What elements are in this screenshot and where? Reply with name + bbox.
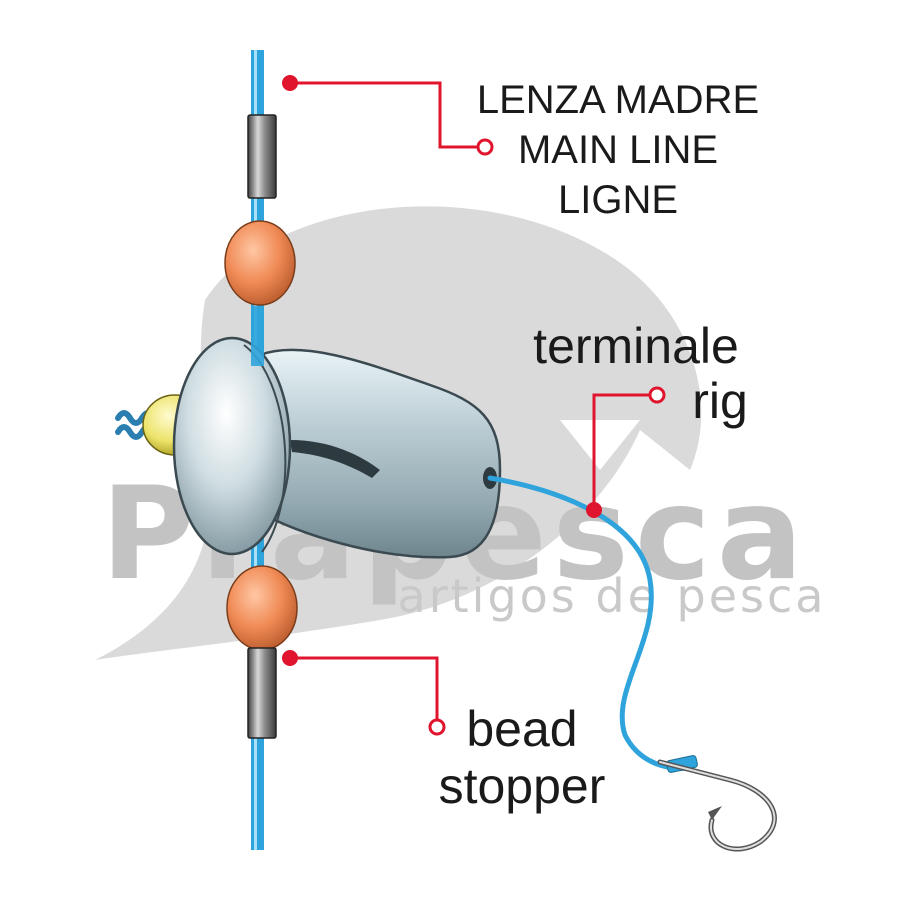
callout-rig-ring xyxy=(648,386,666,404)
label-lenza-madre: LENZA MADRE xyxy=(477,78,759,122)
callout-main-line xyxy=(282,75,494,156)
label-stopper: stopper xyxy=(439,758,606,814)
sinker-slot xyxy=(290,440,380,478)
callout-stopper-ring xyxy=(428,718,446,736)
label-terminale: terminale xyxy=(533,318,739,374)
callout-rig-leader xyxy=(592,393,652,510)
lower-stopper-tube xyxy=(247,647,277,739)
lower-bead xyxy=(226,565,298,651)
upper-stopper-tube xyxy=(247,114,277,199)
label-rig: rig xyxy=(692,373,748,429)
callout-main-line-ring xyxy=(476,138,494,156)
watermark-tagline: artigos de pesca xyxy=(398,569,827,623)
label-bead: bead xyxy=(466,701,577,757)
sinker-head xyxy=(172,336,292,556)
rig-line xyxy=(487,475,693,771)
callout-stopper xyxy=(282,650,446,736)
callout-rig xyxy=(586,386,666,518)
callout-main-line-leader xyxy=(290,81,480,149)
label-main-line: MAIN LINE xyxy=(518,128,718,172)
callout-stopper-leader xyxy=(290,656,439,722)
sinker xyxy=(172,336,502,559)
label-ligne: LIGNE xyxy=(558,178,678,222)
hook-icon xyxy=(657,755,777,852)
main-line-over-sinker xyxy=(251,306,264,366)
sinker-body xyxy=(253,348,502,559)
upper-bead xyxy=(224,220,296,306)
